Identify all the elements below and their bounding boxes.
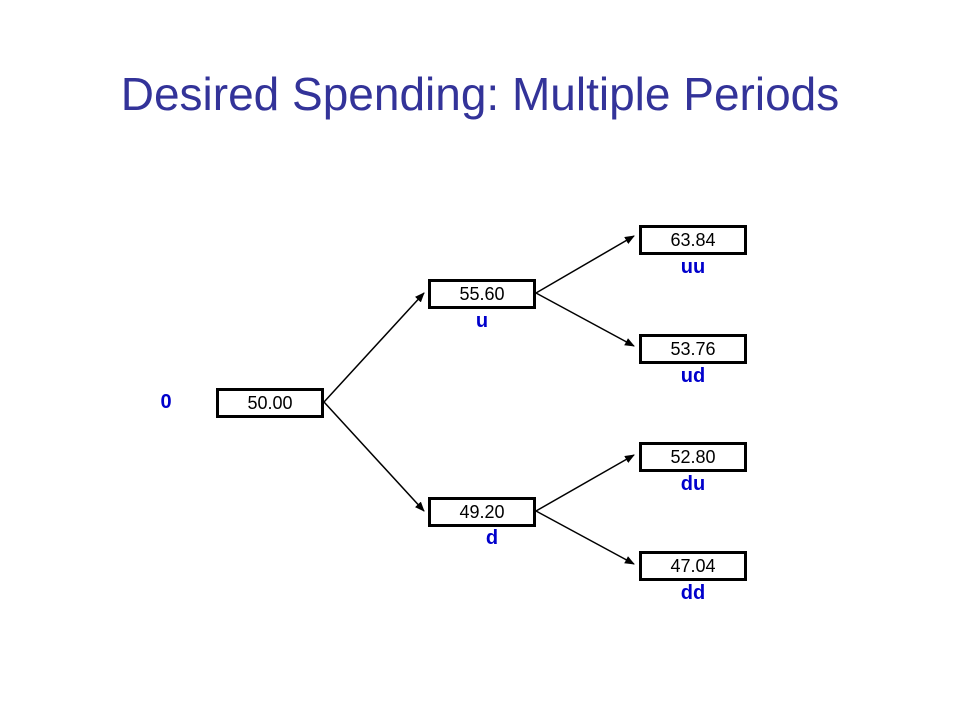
node-down: 49.20 — [428, 497, 536, 527]
node-up-up-label: uu — [680, 256, 706, 278]
node-down-down-label: dd — [680, 582, 706, 604]
edge-up-to-up-up — [535, 235, 635, 294]
edge-down-to-down-down — [535, 510, 635, 565]
edge-down-to-down-up — [535, 454, 635, 512]
node-up-label: u — [475, 310, 489, 332]
node-up: 55.60 — [428, 279, 536, 309]
slide-title: Desired Spending: Multiple Periods — [120, 68, 840, 120]
period-label: 0 — [160, 391, 172, 413]
node-down-up-label: du — [680, 473, 706, 495]
edge-root-to-up — [323, 292, 425, 403]
node-down-down: 47.04 — [639, 551, 747, 581]
node-up-up: 63.84 — [639, 225, 747, 255]
node-up-down: 53.76 — [639, 334, 747, 364]
node-up-down-label: ud — [680, 365, 706, 387]
node-down-up: 52.80 — [639, 442, 747, 472]
node-root: 50.00 — [216, 388, 324, 418]
edge-up-to-up-down — [535, 292, 635, 347]
node-down-label: d — [485, 527, 499, 549]
edge-root-to-down — [323, 401, 425, 512]
